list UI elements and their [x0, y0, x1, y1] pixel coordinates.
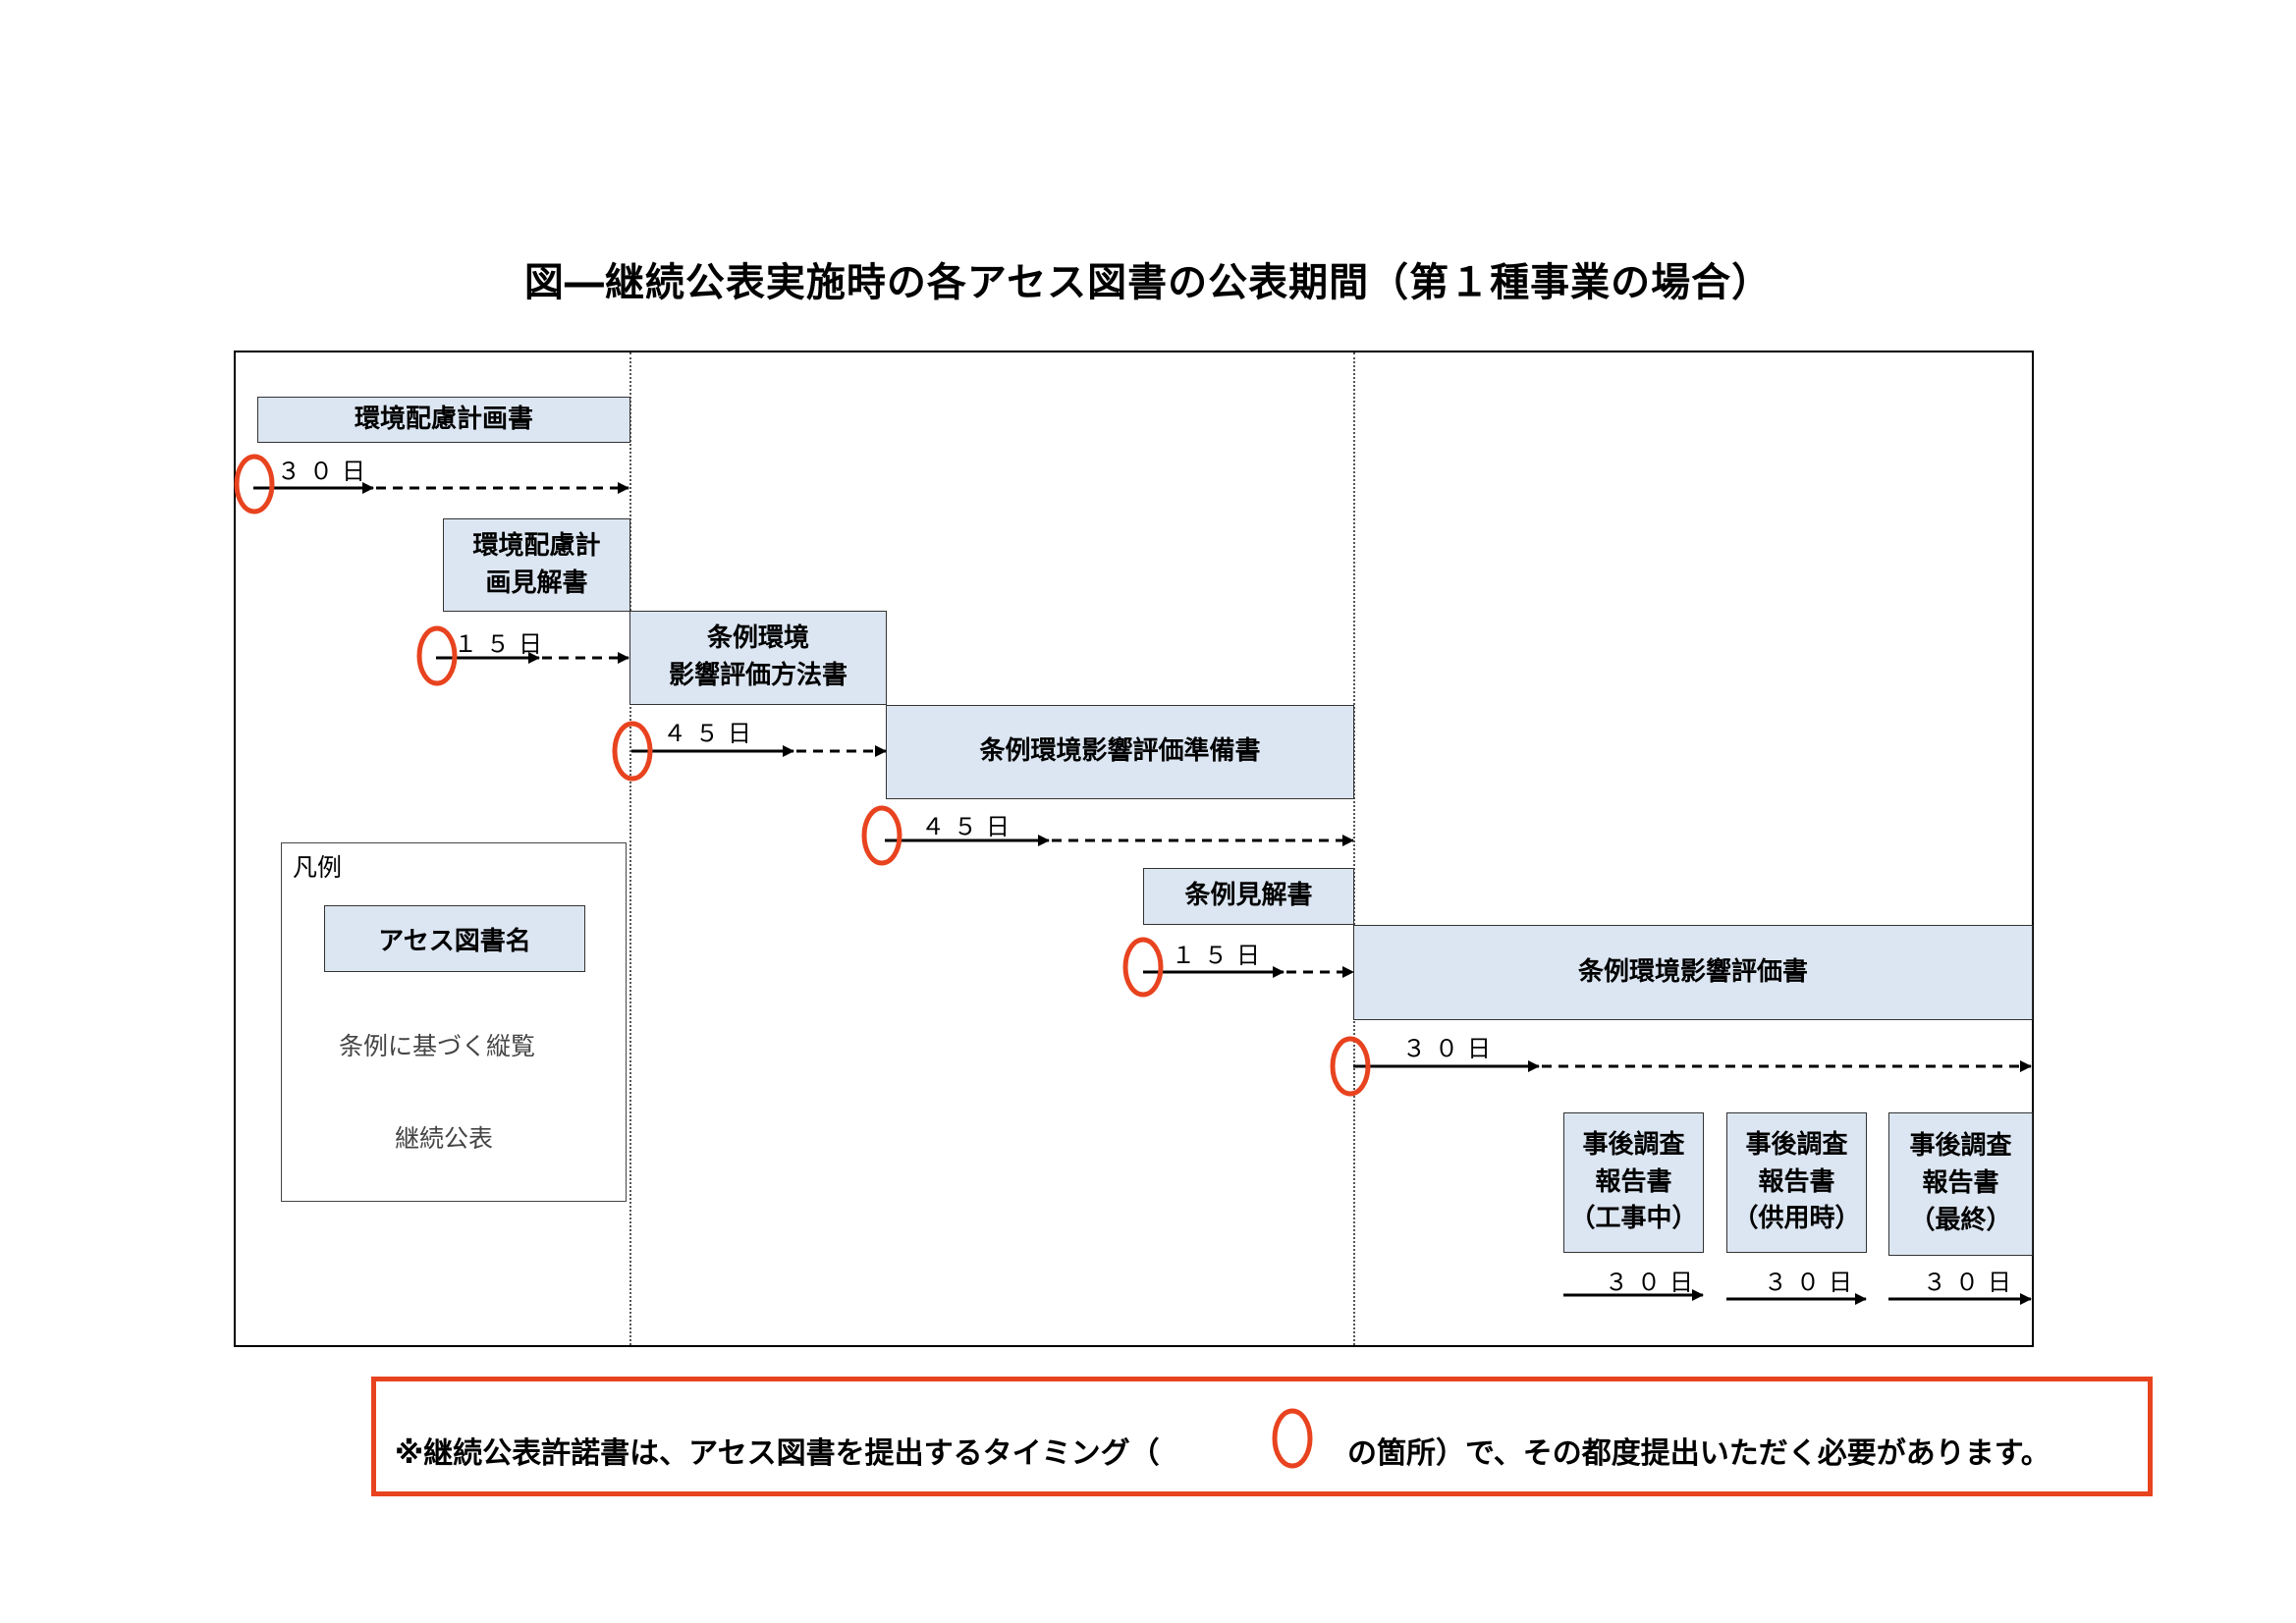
submission-marker-3 [612, 721, 653, 782]
submission-marker-4 [861, 805, 902, 866]
duration-label: １５日 [1172, 942, 1269, 969]
legend [281, 842, 627, 1202]
divider-line-1 [629, 352, 631, 1345]
duration-label: ３０日 [1605, 1269, 1702, 1296]
box-jourei-kenkaisho: 条例見解書 [1143, 868, 1354, 925]
duration-label: ３０日 [1764, 1269, 1861, 1296]
note-text-after: の箇所）で、その都度提出いただく必要があります。 [1347, 1436, 2050, 1471]
box-jigo-report-final: 事後調査 報告書 （最終） [1888, 1112, 2033, 1256]
submission-marker-6 [1330, 1036, 1371, 1097]
box-houhousho: 条例環境 影響評価方法書 [629, 611, 887, 705]
diagram-frame [234, 351, 2034, 1347]
divider-line-2 [1353, 352, 1355, 1345]
duration-label: ４５日 [921, 813, 1018, 840]
duration-label: ３０日 [1923, 1269, 2020, 1296]
page-title: 図―継続公表実施時の各アセス図書の公表期間（第１種事業の場合） [523, 260, 1773, 305]
legend-title: 凡例 [293, 853, 343, 882]
duration-label: １５日 [454, 630, 551, 658]
box-hairyo-keikakusho: 環境配慮計画書 [257, 397, 630, 443]
legend-box-sample: アセス図書名 [324, 905, 585, 972]
duration-label: ３０日 [277, 458, 374, 485]
submission-marker-1 [234, 454, 275, 514]
legend-dashed-label: 継続公表 [395, 1124, 494, 1153]
box-jigo-report-operation: 事後調査 報告書 （供用時） [1726, 1112, 1867, 1253]
box-hyoukasho: 条例環境影響評価書 [1353, 925, 2033, 1020]
box-jigo-report-construction: 事後調査 報告書 （工事中） [1563, 1112, 1704, 1253]
note-text-before: ※継続公表許諾書は、アセス図書を提出するタイミング（ [395, 1436, 1160, 1471]
legend-solid-label: 条例に基づく縦覧 [339, 1032, 536, 1060]
duration-label: ３０日 [1402, 1035, 1500, 1062]
box-junbisho: 条例環境影響評価準備書 [886, 705, 1354, 799]
submission-marker-5 [1122, 937, 1164, 998]
submission-marker-2 [416, 625, 458, 686]
note-box [371, 1377, 2153, 1496]
note-marker-icon [1272, 1408, 1313, 1469]
duration-label: ４５日 [663, 720, 760, 747]
box-hairyo-kenkaisho: 環境配慮計 画見解書 [443, 518, 630, 612]
